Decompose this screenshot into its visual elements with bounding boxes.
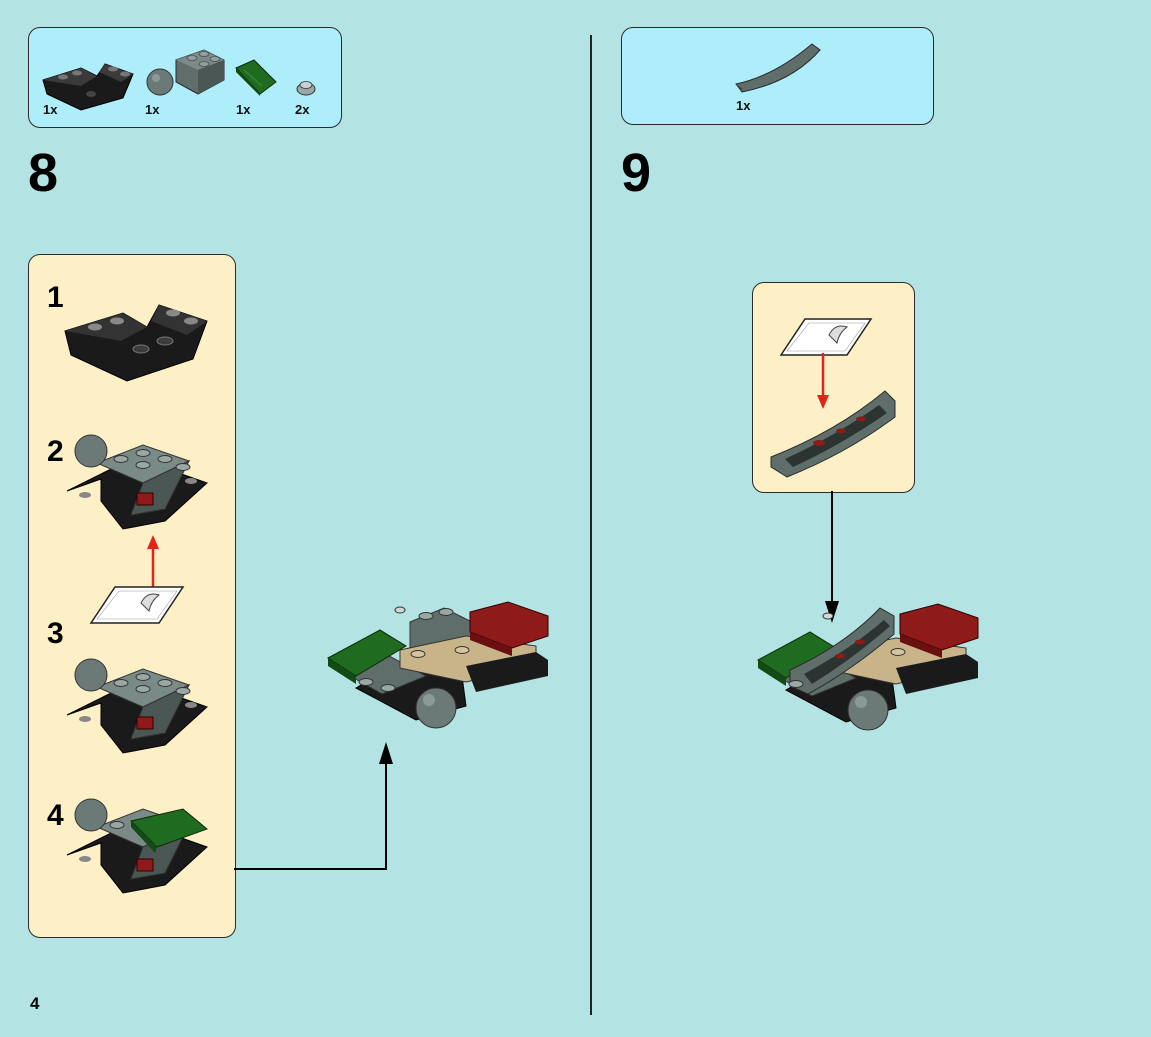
red-arrow-icon bbox=[817, 353, 829, 409]
gray-curved-slope-icon bbox=[770, 390, 896, 478]
black-inverted-slope-brick-icon bbox=[42, 63, 134, 111]
page-number: 4 bbox=[30, 994, 40, 1013]
part-qty: 1x bbox=[236, 102, 251, 117]
column-divider bbox=[590, 35, 592, 1015]
step9-subassembly-box bbox=[752, 282, 915, 493]
substep-number: 1 bbox=[47, 281, 64, 314]
red-arrow-icon bbox=[147, 535, 159, 589]
step8-model-icon bbox=[327, 601, 549, 729]
part-qty: 2x bbox=[295, 102, 310, 117]
part-qty: 1x bbox=[145, 102, 160, 117]
sticker-icon bbox=[89, 586, 185, 624]
gray-brick-assembly-icon bbox=[66, 434, 208, 530]
gray-brick-with-ball-icon bbox=[146, 49, 225, 96]
step8-parts-box: 1x 1x 1x 2x bbox=[28, 27, 342, 128]
gray-brick-green-slope-icon bbox=[66, 798, 208, 894]
green-slope-tile-icon bbox=[235, 59, 277, 96]
step9-model-icon bbox=[757, 603, 979, 731]
black-inverted-slope-brick-icon bbox=[64, 304, 208, 382]
substep-number: 2 bbox=[47, 435, 64, 468]
step9-number: 9 bbox=[621, 143, 652, 203]
part-qty: 1x bbox=[736, 98, 751, 113]
callout-arrow-icon bbox=[234, 742, 393, 870]
callout-arrow-icon bbox=[825, 491, 839, 623]
sticker-icon bbox=[779, 318, 873, 356]
substep-number: 4 bbox=[47, 799, 64, 832]
substep-number: 3 bbox=[47, 617, 64, 650]
step9-parts-box: 1x bbox=[621, 27, 934, 125]
step8-subassembly-box: 1 2 3 bbox=[28, 254, 236, 938]
step8-number: 8 bbox=[28, 143, 59, 203]
gray-brick-assembly-icon bbox=[66, 658, 208, 754]
small-gray-round-plate-icon bbox=[296, 81, 316, 96]
gray-curved-slope-icon bbox=[735, 43, 821, 93]
part-qty: 1x bbox=[43, 102, 58, 117]
